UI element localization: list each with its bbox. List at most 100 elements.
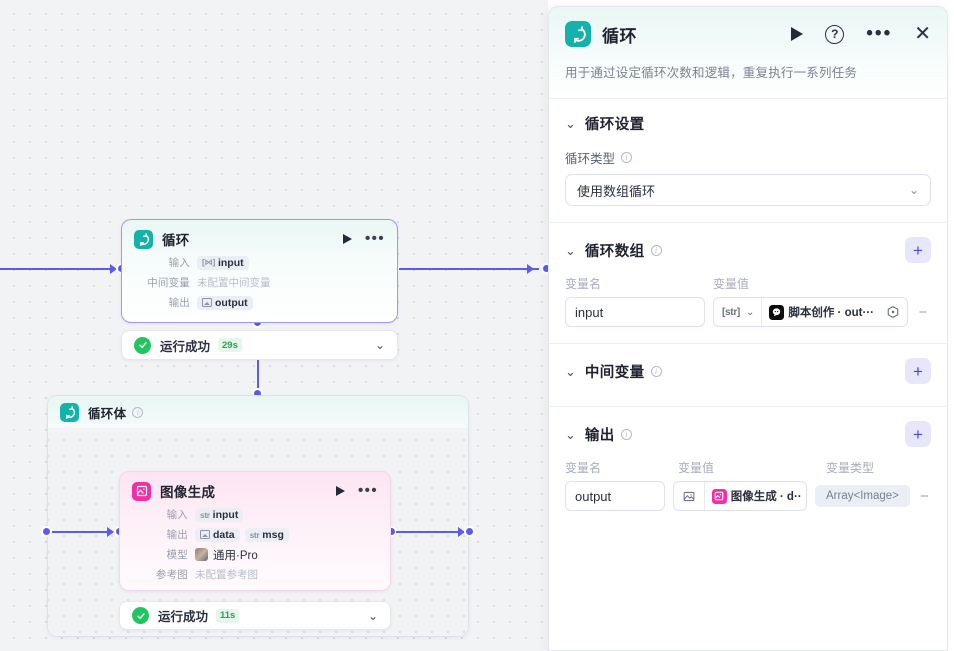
chevron-down-icon[interactable]: ⌄ [745,306,755,318]
node-image-generation-actions: ••• [336,482,378,499]
variable-name-input[interactable]: input [565,297,705,327]
image-gen-icon [711,488,727,504]
edge-body-in-arrow [107,527,114,537]
value-type-tag: [str] [722,306,740,318]
loop-icon [565,21,591,47]
node-detail-panel: 循环 ? ••• ✕ 用于通过设定循环次数和逻辑，重复执行一系列任务 ⌄ 循环设… [548,6,948,651]
remove-row-button[interactable]: − [918,303,928,321]
node-loop-title: 循环 [162,233,190,248]
variable-value-box[interactable]: [str] ⌄ 脚本创作 · out··· [713,297,908,327]
node-row-label: 模型 [166,549,188,561]
node-row-chip: str input [195,507,244,522]
loop-array-columns: 变量名 变量值 [565,275,931,292]
node-loop[interactable]: 循环 ••• 输入 [⋈] input 中间变量 未配置中间变量 [121,219,398,323]
chevron-down-icon[interactable]: ⌄ [565,116,576,131]
section-title: 中间变量 [584,364,645,381]
help-icon[interactable]: ? [825,24,845,44]
node-row-label: 输入 [168,257,190,269]
loop-type-select-value: 使用数组循环 [577,183,656,199]
node-row-chip: output [197,295,253,310]
node-row-label: 中间变量 [147,277,190,289]
chevron-down-icon[interactable]: ⌄ [565,426,576,442]
node-row: 参考图 未配置参考图 [132,566,378,583]
node-loop-header: 循环 ••• [122,220,397,253]
add-intermediate-var-button[interactable]: + [905,358,931,384]
close-icon[interactable]: ✕ [914,23,931,45]
node-row-value: 未配置参考图 [195,569,258,581]
node-run-icon[interactable] [336,486,346,496]
chevron-down-icon[interactable]: ⌄ [565,242,576,258]
output-value-box[interactable]: 图像生成 · d·· [672,481,807,511]
edge-outgoing [399,268,539,270]
variable-reference-chip[interactable]: 脚本创作 · out··· [762,304,881,320]
more-icon[interactable]: ••• [866,23,893,44]
edge-outgoing-arrow [527,264,534,274]
loop-node-status-bar[interactable]: 运行成功 29s ⌄ [121,330,398,360]
output-columns: 变量名 变量值 变量类型 [565,459,931,476]
workflow-canvas[interactable]: 循环 ••• 输入 [⋈] input 中间变量 未配置中间变量 [0,0,548,651]
panel-header: 循环 ? ••• ✕ 用于通过设定循环次数和逻辑，重复执行一系列任务 [549,7,947,98]
info-icon[interactable]: i [650,244,662,256]
chevron-down-icon[interactable]: ⌄ [367,608,378,623]
node-row-label: 输出 [166,529,188,541]
divider [703,482,705,510]
info-icon[interactable]: i [620,428,632,440]
field-label-loop-type: 循环类型 i [565,148,931,167]
node-image-generation[interactable]: 图像生成 ••• 输入 str input 输出 [119,471,391,591]
node-image-generation-header: 图像生成 ••• [120,472,390,505]
section-loop-array: ⌄ 循环数组 i + 变量名 变量值 input [str] ⌄ [549,222,947,343]
node-more-icon[interactable]: ••• [358,482,378,499]
edge-loop-to-body [257,360,259,393]
node-row: 输出 data str msg [132,526,378,543]
chevron-down-icon: ⌄ [908,183,919,197]
node-more-icon[interactable]: ••• [365,230,385,247]
loop-type-select[interactable]: 使用数组循环 ⌄ [565,174,931,206]
loop-icon [60,402,79,422]
output-reference-text: 图像生成 · d·· [730,491,802,503]
section-title: 输出 [584,427,615,444]
section-title: 循环数组 [584,243,645,260]
node-loop-actions: ••• [343,230,385,247]
array-type-icon [202,298,212,307]
section-header[interactable]: ⌄ 输出 i + [565,421,931,447]
node-row-chip: str msg [244,527,289,542]
output-type-pill: Array<Image> [815,485,910,507]
info-icon[interactable]: i [132,406,144,418]
panel-actions: ? ••• ✕ [791,23,931,45]
output-name-input[interactable]: output [565,481,665,511]
node-row-value: 通用·Pro [213,549,258,562]
add-output-row-button[interactable]: + [905,421,931,447]
edge-body-out-arrow [458,527,465,537]
section-header[interactable]: ⌄ 循环设置 [565,113,931,134]
panel-title: 循环 [602,26,637,46]
status-text: 运行成功 [158,610,209,624]
next-node-port[interactable] [541,263,548,274]
node-row-chip: data [195,527,240,542]
section-header[interactable]: ⌄ 循环数组 i + [565,237,931,263]
section-loop-settings: ⌄ 循环设置 循环类型 i 使用数组循环 ⌄ [549,98,947,222]
chevron-down-icon[interactable]: ⌄ [565,363,576,379]
string-type-icon: str [200,509,210,520]
add-loop-array-row-button[interactable]: + [905,237,931,263]
image-node-status-bar[interactable]: 运行成功 11s ⌄ [119,601,391,630]
loop-body-header: 循环体 i [48,396,468,428]
output-reference-chip[interactable]: 图像生成 · d·· [705,488,806,504]
loop-array-row: input [str] ⌄ 脚本创作 · out··· [565,297,931,327]
image-type-icon [674,482,704,510]
info-icon[interactable]: i [650,365,662,377]
node-image-generation-rows: 输入 str input 输出 data str msg [120,505,390,583]
output-name-value: output [575,488,612,504]
loop-body-output-port[interactable] [464,526,475,537]
remove-row-button[interactable]: − [920,487,929,505]
script-node-icon [769,304,785,320]
node-run-icon[interactable] [343,234,353,244]
chevron-down-icon[interactable]: ⌄ [374,338,385,352]
section-header[interactable]: ⌄ 中间变量 i + [565,358,931,384]
target-icon[interactable] [885,305,900,320]
run-icon[interactable] [791,27,804,41]
info-icon[interactable]: i [621,152,633,163]
loop-body-title: 循环体 [88,406,127,421]
loop-body-input-port[interactable] [41,526,52,537]
section-intermediate-vars: ⌄ 中间变量 i + [549,343,947,406]
